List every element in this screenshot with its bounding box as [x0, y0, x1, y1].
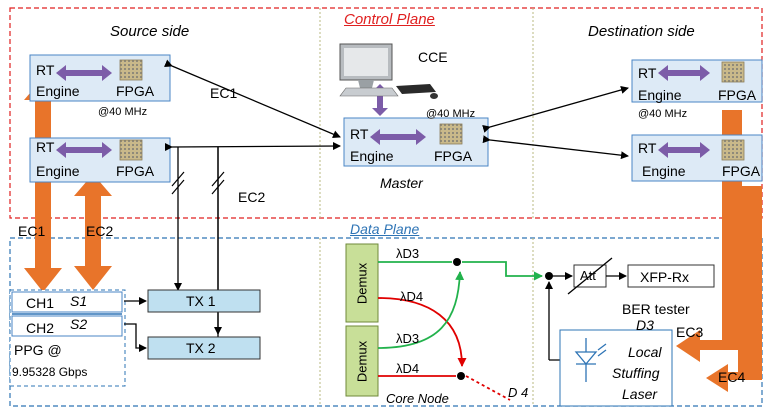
laser-box: [559, 329, 673, 407]
d3-label: D3: [636, 317, 654, 333]
ppg-tx-links: [124, 297, 147, 352]
destination-side-title: Destination side: [588, 23, 695, 40]
dst2-rt-label: RT: [638, 140, 657, 156]
bus-slashes: [171, 171, 225, 195]
ppg-box: [9, 289, 126, 387]
master-fpga-label: FPGA: [434, 148, 473, 164]
rate-label: 9.95328 Gbps: [12, 365, 88, 379]
ber-label: BER tester: [622, 301, 690, 317]
dst2-engine-label: Engine: [642, 163, 686, 179]
ld4-label-2: λD4: [396, 361, 420, 376]
wavelength-paths: [377, 261, 543, 401]
source-side-title: Source side: [110, 23, 190, 40]
dst1-engine-label: Engine: [638, 87, 682, 103]
demux2-label: Demux: [354, 340, 370, 383]
src2-fpga-label: FPGA: [116, 163, 155, 179]
ec1-top-label: EC1: [210, 85, 238, 101]
master-clock-label: @40 MHz: [426, 108, 476, 120]
master-engine-label: Engine: [350, 148, 394, 164]
ld4-label-1: λD4: [400, 289, 424, 304]
dst1-rt-label: RT: [638, 65, 657, 81]
control-plane-title: Control Plane: [344, 11, 435, 28]
demux-box-2: [345, 325, 379, 397]
master-rt-label: RT: [350, 126, 369, 142]
master-label: Master: [380, 175, 423, 191]
src2-rt-label: RT: [36, 139, 55, 155]
src1-engine-label: Engine: [36, 83, 80, 99]
local-label: Local: [628, 344, 662, 360]
ec2-orange-arrow: [74, 174, 112, 290]
laser-diode-icon: [574, 338, 607, 382]
ppg-label: PPG @: [14, 342, 62, 358]
src2-engine-label: Engine: [36, 163, 80, 179]
fpga-chip-icons: [119, 59, 745, 161]
laser-label: Laser: [622, 386, 658, 402]
ch2-label: CH2: [26, 320, 55, 336]
att-slash: [567, 257, 613, 295]
ec4-label: EC4: [718, 369, 746, 385]
dst2-fpga-label: FPGA: [722, 163, 761, 179]
ch1-label: CH1: [26, 295, 55, 311]
d4-label: D 4: [508, 385, 529, 400]
s2-label: S2: [70, 316, 88, 332]
demux1-label: Demux: [354, 262, 370, 305]
engine-box-src-1: [29, 54, 171, 102]
s1-label: S1: [70, 293, 88, 309]
junction-dot-1: [453, 258, 461, 266]
control-plane-border: [9, 7, 763, 219]
att-label: Att: [580, 268, 596, 283]
dst1-fpga-label: FPGA: [718, 87, 757, 103]
stuffing-label: Stuffing: [612, 365, 660, 381]
ld3-label-1: λD3: [396, 246, 420, 261]
src1-rt-label: RT: [36, 62, 55, 78]
ec1-side-label: EC1: [18, 223, 46, 239]
data-plane-title: Data Plane: [350, 221, 420, 237]
cce-label: CCE: [418, 49, 448, 65]
ec3-label: EC3: [676, 324, 704, 340]
src1-clock-label: @40 MHz: [98, 106, 148, 118]
ec2-top-label: EC2: [238, 189, 266, 205]
junction-dot-2: [457, 372, 465, 380]
xfp-label: XFP-Rx: [640, 269, 689, 285]
core-node-label: Core Node: [386, 391, 449, 406]
xfp-box: [627, 264, 715, 288]
src1-fpga-label: FPGA: [116, 83, 155, 99]
ec4-orange-arrow: [706, 186, 762, 392]
dst1-clock-label: @40 MHz: [638, 108, 688, 120]
ec1-orange-arrow: [24, 78, 62, 292]
ec2-side-label: EC2: [86, 223, 114, 239]
tx2-label: TX 2: [186, 340, 216, 356]
engine-box-src-2: [29, 137, 171, 183]
ld3-label-2: λD3: [396, 331, 420, 346]
demux-box-1: [345, 243, 379, 323]
tx1-label: TX 1: [186, 293, 216, 309]
